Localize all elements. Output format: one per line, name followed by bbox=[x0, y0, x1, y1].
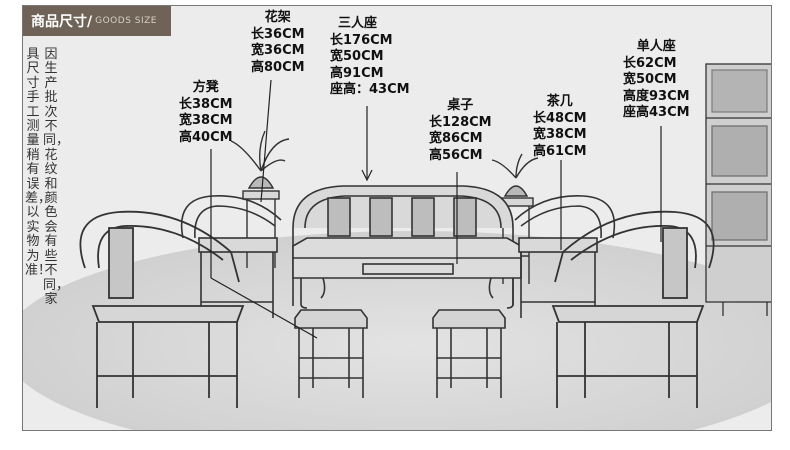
item-dim: 长62CM bbox=[623, 55, 677, 71]
item-name: 花架 bbox=[264, 10, 291, 25]
item-dim: 宽38CM bbox=[533, 127, 587, 142]
item-dim: 座高：43CM bbox=[330, 82, 410, 97]
item-dim: 座高43CM bbox=[623, 105, 690, 120]
furniture-sketch bbox=[23, 6, 771, 430]
armchair-right-front bbox=[551, 210, 715, 408]
item-dim: 长36CM bbox=[251, 26, 305, 42]
item-dim: 宽38CM bbox=[179, 113, 233, 128]
item-name: 茶几 bbox=[546, 94, 573, 109]
item-dim: 长176CM bbox=[330, 32, 393, 48]
three-seat-sofa bbox=[292, 185, 514, 306]
item-dim: 宽50CM bbox=[623, 72, 677, 87]
item-dim: 高61CM bbox=[533, 143, 587, 159]
label-table: 桌子 长128CM 宽86CM 高56CM bbox=[429, 98, 492, 164]
item-dim: 宽36CM bbox=[251, 43, 305, 58]
armchair-left-front bbox=[79, 210, 245, 408]
item-dim: 长128CM bbox=[429, 114, 492, 130]
section-title: 商品尺寸/ bbox=[31, 14, 93, 30]
stool-right bbox=[432, 309, 506, 398]
label-square-stool: 方凳 长38CM 宽38CM 高40CM bbox=[179, 80, 233, 146]
display-shelf bbox=[705, 63, 771, 316]
item-dim: 高度93CM bbox=[623, 88, 690, 104]
label-three-seat-sofa: 三人座 长176CM 宽50CM 高91CM 座高：43CM bbox=[330, 16, 410, 99]
item-dim: 高91CM bbox=[330, 65, 384, 81]
rug bbox=[23, 231, 771, 430]
item-dim: 高40CM bbox=[179, 129, 233, 145]
item-dim: 长38CM bbox=[179, 96, 233, 112]
item-dim: 高56CM bbox=[429, 147, 483, 163]
item-name: 单人座 bbox=[636, 39, 676, 54]
item-dim: 长48CM bbox=[533, 110, 587, 126]
section-subtitle: GOODS SIZE bbox=[95, 16, 157, 26]
item-name: 桌子 bbox=[447, 98, 474, 113]
product-size-panel: 商品尺寸/ GOODS SIZE 因生产批次不同，花纹和颜色会有些不同，家 具尺… bbox=[22, 5, 772, 431]
item-dim: 宽86CM bbox=[429, 131, 483, 146]
note-line-1: 因生产批次不同，花纹和颜色会有些不同，家 bbox=[43, 47, 70, 307]
leader-lines bbox=[210, 79, 662, 339]
label-flower-stand: 花架 长36CM 宽36CM 高80CM bbox=[251, 10, 305, 76]
section-header: 商品尺寸/ GOODS SIZE bbox=[23, 6, 171, 36]
item-name: 三人座 bbox=[338, 16, 378, 31]
stool-left bbox=[294, 309, 368, 398]
item-name: 方凳 bbox=[192, 80, 219, 95]
label-single-seat: 单人座 长62CM 宽50CM 高度93CM 座高43CM bbox=[623, 39, 690, 122]
note-line-2: 具尺寸手工测量稍有误差，以实物为准！ bbox=[25, 47, 52, 279]
item-dim: 宽50CM bbox=[330, 49, 384, 64]
item-dim: 高80CM bbox=[251, 59, 305, 75]
label-tea-table: 茶几 长48CM 宽38CM 高61CM bbox=[533, 94, 587, 160]
